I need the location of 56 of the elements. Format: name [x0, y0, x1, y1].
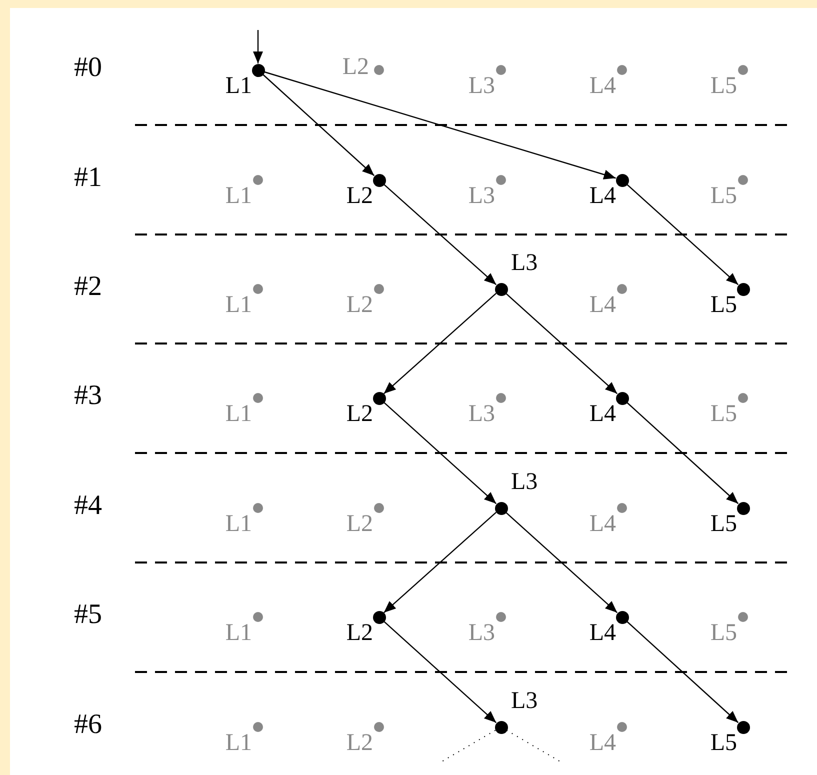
arrow [253, 30, 263, 64]
node-label: L5 [710, 621, 737, 645]
node-label: L1 [225, 402, 252, 426]
arrow [383, 402, 497, 504]
row-label: #2 [74, 273, 102, 301]
node-label: L3 [511, 470, 538, 494]
node-label: L5 [710, 74, 737, 98]
node-label: L2 [342, 55, 369, 79]
arrow [505, 512, 618, 614]
node-label: L5 [710, 402, 737, 426]
node-label: L4 [589, 184, 616, 208]
arrow [383, 292, 497, 394]
node-label: L1 [225, 184, 252, 208]
node-label: L2 [346, 512, 373, 536]
node-label: L3 [468, 621, 495, 645]
node-label: L4 [589, 731, 616, 755]
arrow [262, 74, 375, 176]
node-label: L5 [710, 512, 737, 536]
row-label: #0 [74, 54, 102, 82]
node-label: L3 [511, 251, 538, 275]
node-label: L5 [710, 293, 737, 317]
node-label: L4 [589, 621, 616, 645]
node-label: L1 [225, 731, 252, 755]
arrow [383, 620, 497, 724]
node-label: L1 [225, 74, 252, 98]
row-label: #4 [74, 492, 102, 520]
node-label: L3 [468, 402, 495, 426]
arrow [626, 620, 739, 724]
arrow [383, 512, 497, 614]
arrow [383, 184, 497, 286]
node-label: L4 [589, 402, 616, 426]
node-label: L4 [589, 512, 616, 536]
node-label: L2 [346, 731, 373, 755]
row-label: #6 [74, 711, 102, 739]
node-label: L4 [589, 74, 616, 98]
arrow [505, 292, 618, 394]
row-label: #1 [74, 164, 102, 192]
node-label: L2 [346, 621, 373, 645]
dotted-line [440, 730, 496, 762]
node-label: L4 [589, 293, 616, 317]
node-label: L1 [225, 293, 252, 317]
node-label: L5 [710, 731, 737, 755]
node-label: L1 [225, 512, 252, 536]
row-label: #3 [74, 382, 102, 410]
node-label: L3 [468, 74, 495, 98]
node-label: L1 [225, 621, 252, 645]
arrow [626, 402, 739, 504]
arrow [626, 184, 739, 286]
node-label: L2 [346, 402, 373, 426]
node-label: L5 [710, 184, 737, 208]
node-label: L2 [346, 293, 373, 317]
node-label: L3 [511, 689, 538, 713]
row-label: #5 [74, 601, 102, 629]
node-label: L2 [346, 184, 373, 208]
arrow [264, 71, 616, 180]
node-label: L3 [468, 184, 495, 208]
